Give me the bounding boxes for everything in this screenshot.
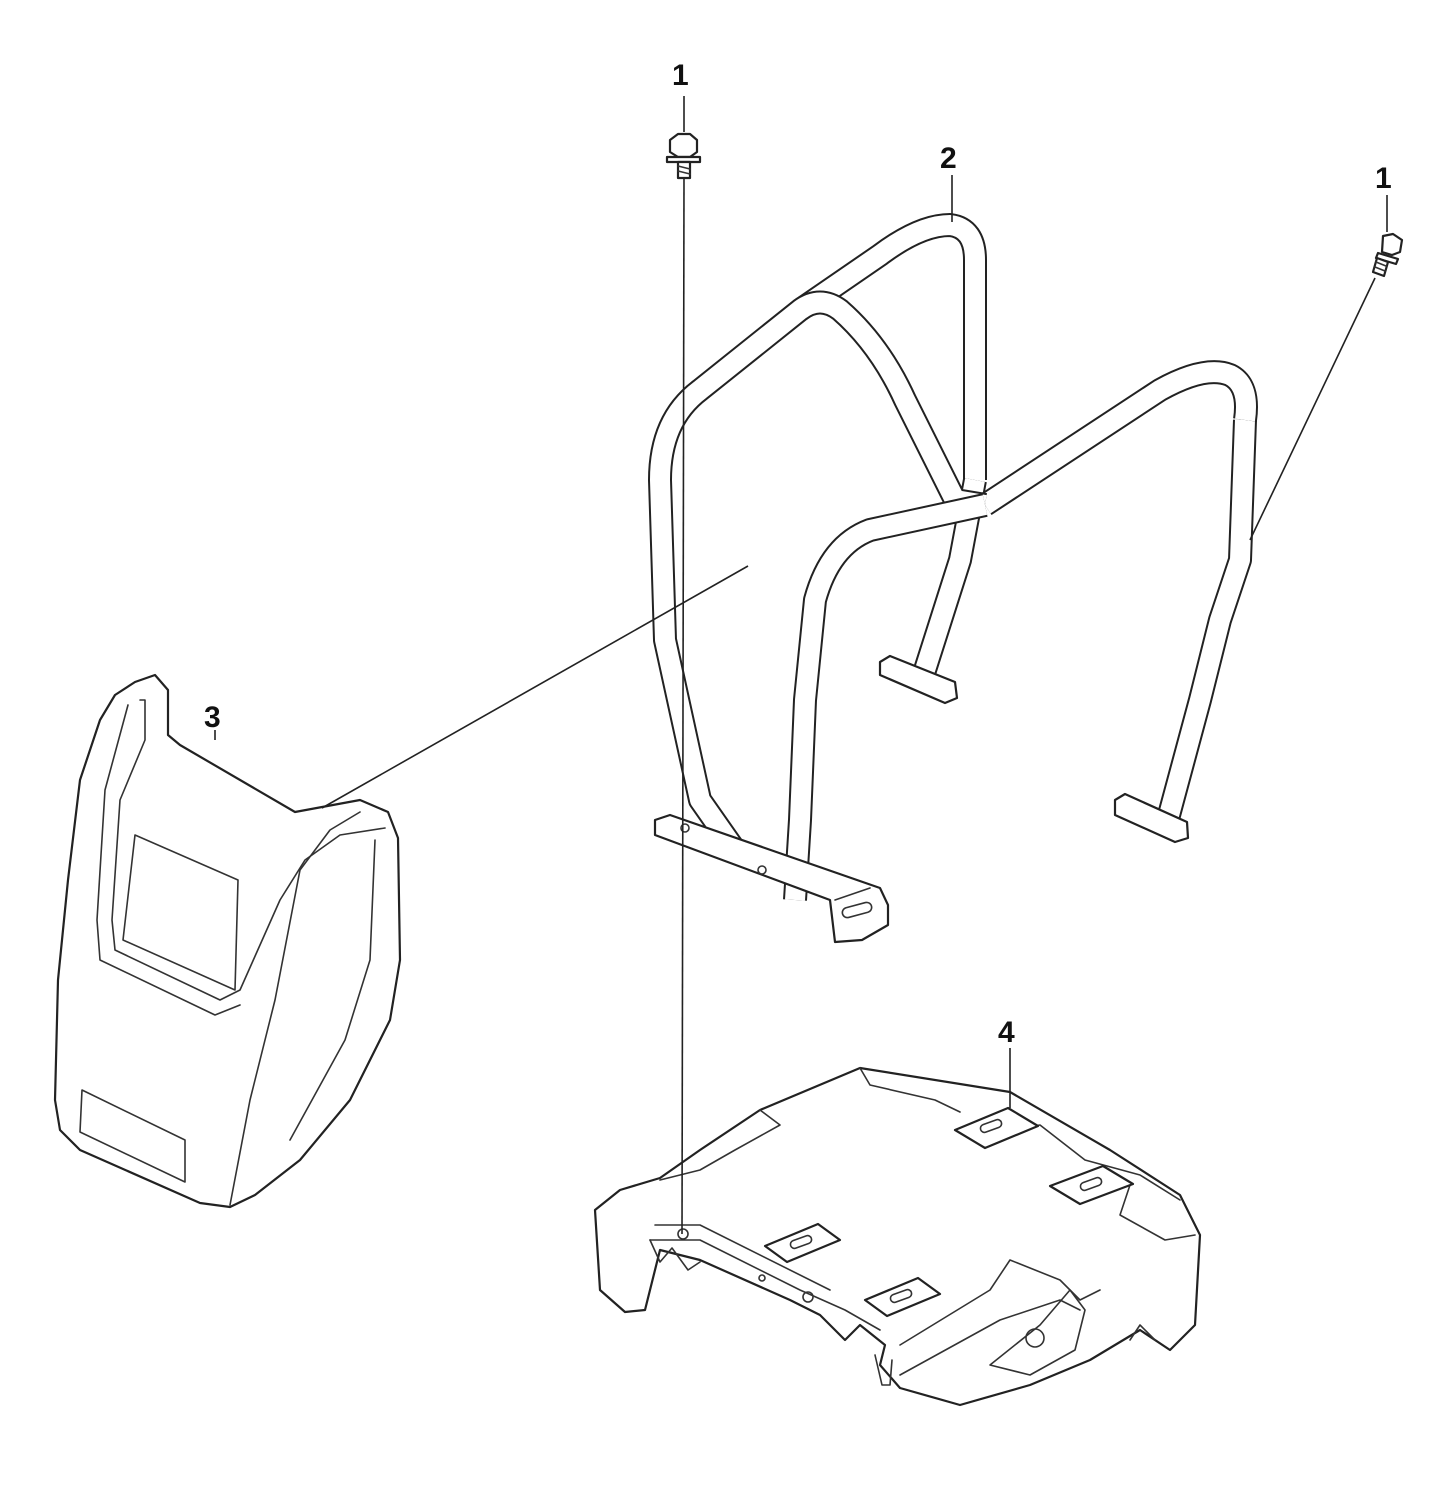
bolt-right-part [1371,232,1404,278]
mounting-slots [763,1106,1135,1318]
callout-labels: 1 2 1 3 4 [204,59,1392,1049]
callout-label-base-plate: 4 [998,1016,1015,1049]
callout-label-bolt-right: 1 [1375,162,1392,195]
leader-lines [214,96,1388,1235]
base-plate-part [593,1066,1202,1407]
callout-label-bolt-left: 1 [672,59,689,92]
callout-label-cover: 3 [204,701,221,734]
roll-bar-part [648,213,1258,944]
bolt-left-part [665,132,702,180]
cover-part [53,673,402,1209]
callout-label-roll-bar: 2 [940,142,957,175]
